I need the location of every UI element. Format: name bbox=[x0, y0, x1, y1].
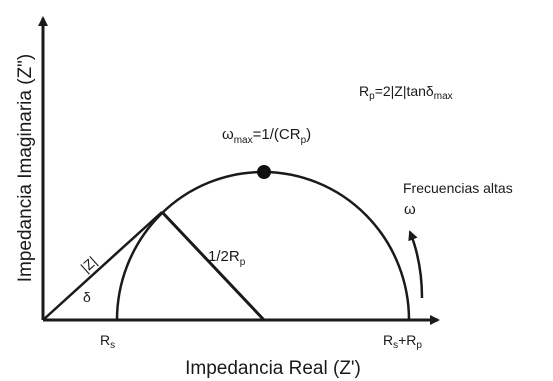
delta-angle-label: δ bbox=[83, 289, 91, 305]
omega-max-label: ωmax=1/(CRp) bbox=[222, 126, 311, 146]
z-vector-line bbox=[42, 211, 163, 321]
rs-plus-rp-label: Rs+Rp bbox=[383, 332, 422, 351]
omega-symbol: ω bbox=[404, 201, 416, 218]
rs-label: Rs bbox=[100, 332, 115, 351]
high-frequency-label: Frecuencias altas bbox=[403, 180, 513, 196]
omega-max-point bbox=[257, 165, 271, 179]
rp-formula: Rp=2|Z|tanδmax bbox=[359, 83, 453, 102]
radius-line bbox=[160, 210, 266, 322]
semicircle-arc bbox=[115, 170, 411, 321]
half-rp-label: 1/2Rp bbox=[208, 248, 246, 268]
x-axis-label: Impedancia Real (Z') bbox=[185, 358, 361, 379]
frequency-arrow bbox=[408, 230, 424, 299]
y-axis-label: Impedancia Imaginaria (Z") bbox=[15, 54, 36, 283]
